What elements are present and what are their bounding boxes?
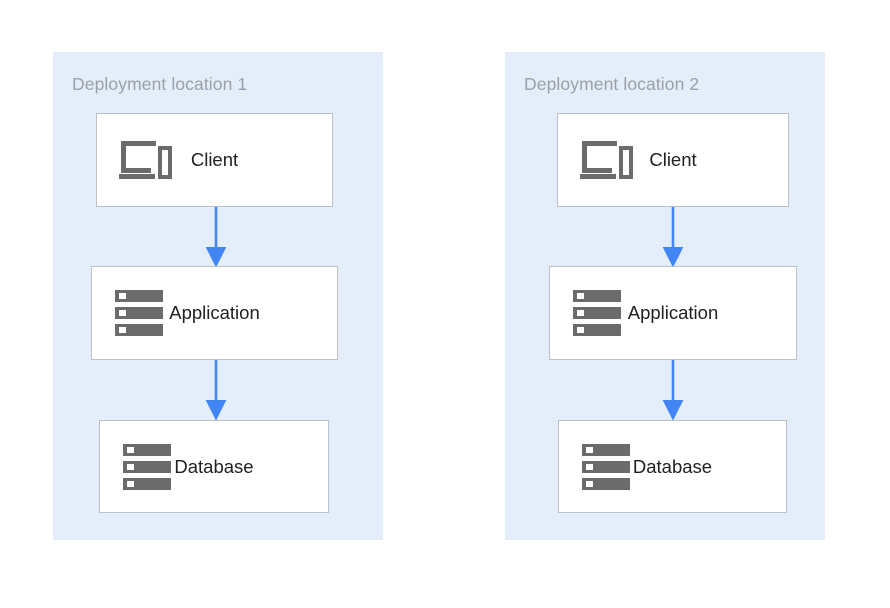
node-label-client-2: Client (649, 149, 697, 170)
node-label-database-2: Database (632, 455, 713, 477)
node-client-1[interactable]: Client (96, 113, 333, 207)
server-icon (112, 287, 170, 339)
node-database-2[interactable]: Database (558, 420, 787, 513)
node-label-application-1: Application (169, 302, 260, 323)
server-icon (570, 287, 628, 339)
node-client-2[interactable]: Client (557, 113, 789, 207)
server-icon (120, 441, 178, 493)
devices-icon (578, 134, 636, 186)
node-application-1[interactable]: Application (91, 266, 338, 360)
server-icon (579, 441, 637, 493)
node-database-1[interactable]: Database (99, 420, 329, 513)
node-application-2[interactable]: Application (549, 266, 797, 360)
devices-icon (117, 134, 175, 186)
node-label-application-2: Application (627, 302, 719, 323)
zone-2-title: Deployment location 2 (524, 74, 700, 94)
node-label-database-1: Database (174, 455, 254, 477)
node-label-client-1: Client (190, 149, 239, 170)
zone-1-title: Deployment location 1 (72, 74, 248, 94)
